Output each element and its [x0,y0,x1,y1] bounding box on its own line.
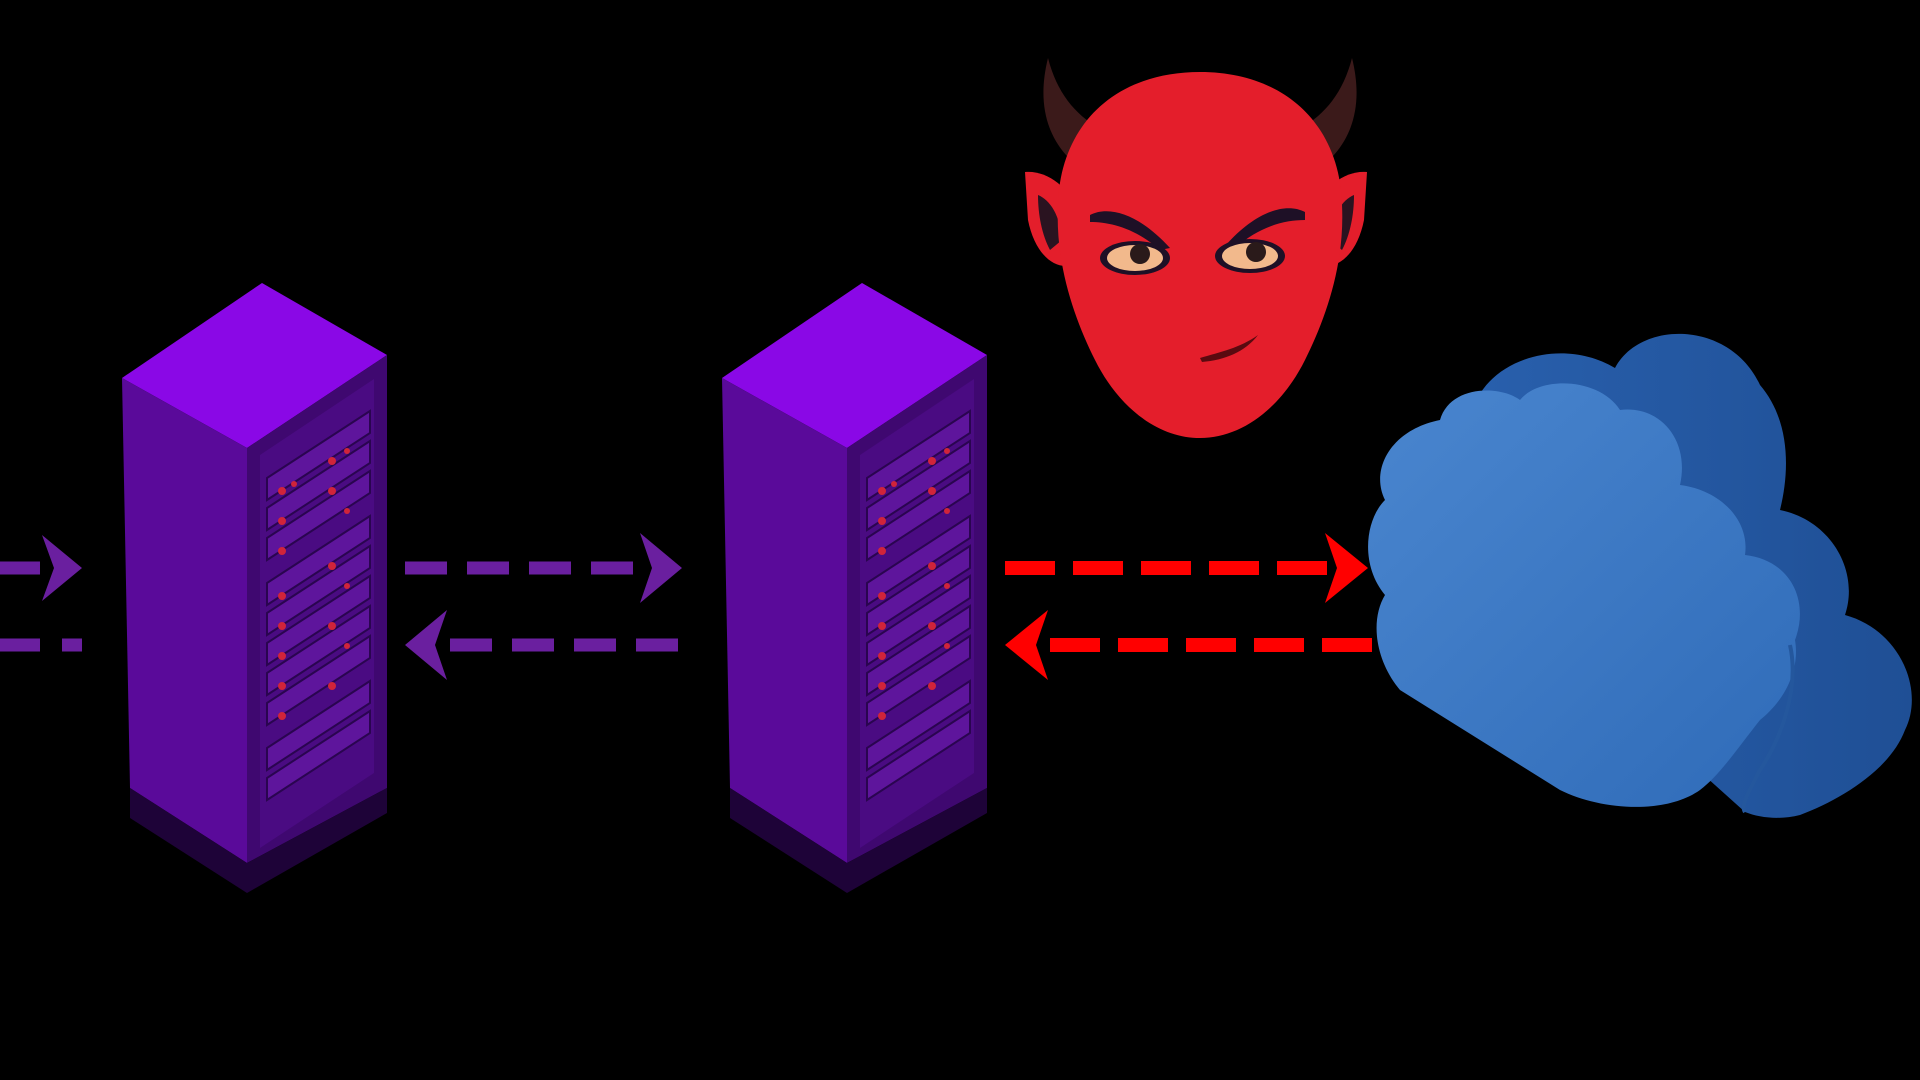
cloud-icon [1368,333,1912,818]
arrowhead-server2-to-server1 [405,610,447,680]
devil-head-icon [1025,58,1367,438]
arrowhead-cloud-to-server2 [1005,610,1048,680]
arrowhead-left-in [42,535,82,601]
arrowhead-server1-to-server2 [640,533,682,603]
arrowhead-server2-to-cloud [1325,533,1368,603]
server-rack-icon [121,282,388,894]
server-rack-icon [721,282,988,894]
